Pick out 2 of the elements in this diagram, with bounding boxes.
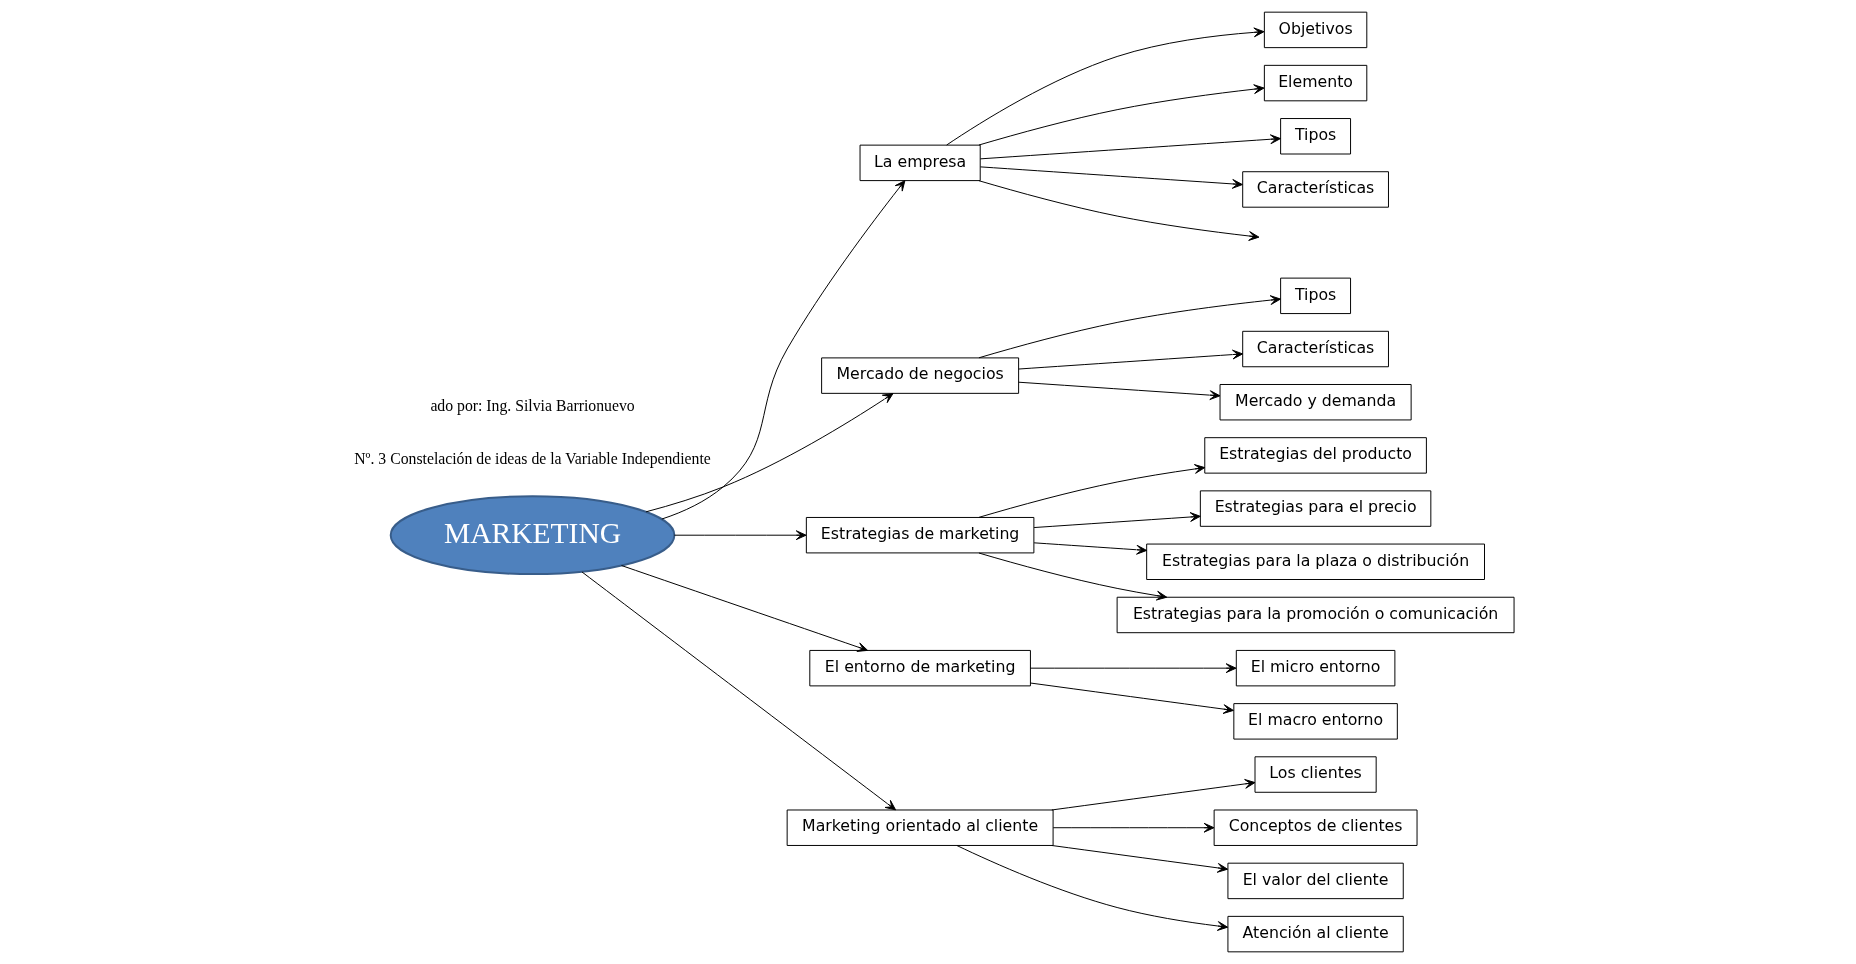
label: ado por: Ing. Silvia Barrionuevo <box>430 396 635 414</box>
label: Nº. 3 Constelación de ideas de la Variable Independiente <box>354 450 711 468</box>
